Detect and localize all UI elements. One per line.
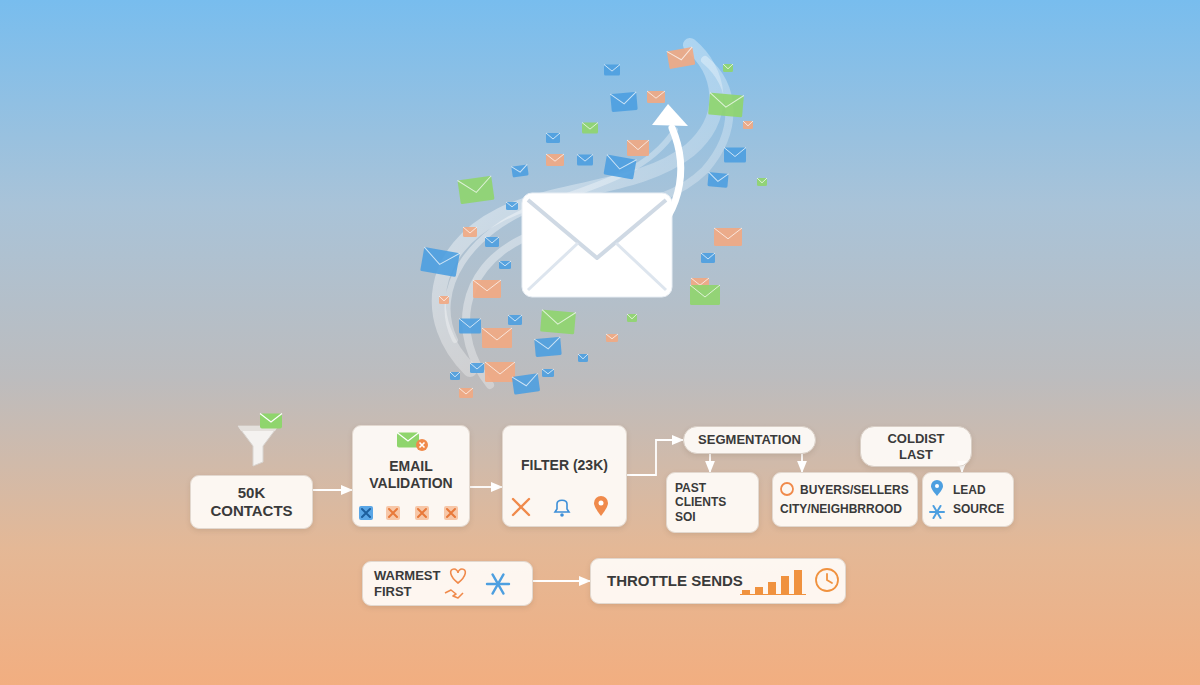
small-envelope bbox=[485, 237, 499, 247]
x-badge-icon bbox=[416, 439, 428, 451]
small-envelope bbox=[606, 334, 618, 342]
small-envelope bbox=[603, 155, 636, 180]
flow-arrow bbox=[801, 454, 803, 472]
small-envelope bbox=[482, 328, 512, 348]
small-envelope bbox=[463, 227, 477, 237]
curved-arrow-head bbox=[652, 104, 688, 126]
small-envelope bbox=[546, 154, 564, 166]
funnel-icon bbox=[238, 426, 278, 466]
small-envelope bbox=[714, 228, 742, 246]
small-envelope bbox=[450, 372, 460, 380]
flow-arrow bbox=[313, 489, 352, 491]
small-envelope bbox=[499, 261, 511, 269]
process-box: 50K CONTACTS bbox=[190, 475, 313, 529]
box-label: EMAIL VALIDATION bbox=[359, 458, 463, 492]
process-box: EMAIL VALIDATION bbox=[352, 425, 470, 527]
small-envelope bbox=[459, 319, 481, 334]
small-envelope bbox=[511, 164, 528, 177]
swirl bbox=[439, 45, 717, 370]
box-label: SOURCE bbox=[953, 502, 1004, 516]
process-box: WARMEST FIRST bbox=[362, 561, 533, 606]
box-label: PAST CLIENTS bbox=[675, 481, 752, 510]
small-envelope bbox=[724, 148, 746, 163]
handshake-icon bbox=[445, 590, 463, 598]
small-envelope bbox=[512, 373, 540, 394]
small-envelope bbox=[485, 362, 515, 382]
box-label: THROTTLE SENDS bbox=[607, 572, 743, 590]
curved-arrow bbox=[640, 128, 681, 243]
stage-pill: COLDIST LAST bbox=[860, 426, 972, 467]
small-envelope bbox=[647, 91, 665, 103]
small-envelope bbox=[604, 65, 620, 76]
envelope-icon bbox=[397, 433, 419, 448]
small-envelope bbox=[459, 388, 473, 398]
x-mark-icon bbox=[359, 506, 373, 520]
envelope-icon bbox=[260, 414, 282, 429]
flow-arrow bbox=[709, 454, 711, 472]
small-envelope bbox=[540, 310, 576, 335]
small-envelope bbox=[610, 92, 637, 112]
small-envelope bbox=[457, 176, 494, 204]
small-envelope bbox=[757, 178, 767, 186]
small-envelope bbox=[470, 363, 484, 373]
small-envelope bbox=[473, 280, 501, 298]
clock-icon bbox=[816, 569, 838, 591]
swirl bbox=[448, 130, 675, 340]
snowflake-icon bbox=[930, 506, 944, 518]
small-envelope bbox=[707, 172, 728, 188]
flow-arrow bbox=[627, 440, 683, 475]
small-envelope bbox=[508, 315, 522, 325]
flow-arrow bbox=[533, 580, 590, 582]
small-envelope bbox=[439, 296, 449, 304]
process-box: LEAD SOURCE bbox=[922, 472, 1014, 527]
small-envelope bbox=[667, 47, 696, 69]
small-envelope bbox=[546, 133, 560, 143]
small-envelope bbox=[627, 140, 649, 156]
small-envelope bbox=[506, 202, 518, 210]
box-label: LEAD bbox=[953, 483, 986, 497]
small-envelope bbox=[627, 314, 637, 322]
snowflake-icon bbox=[487, 574, 509, 593]
main-envelope bbox=[522, 193, 672, 297]
box-label: SOI bbox=[675, 510, 696, 524]
process-box: FILTER (23K) bbox=[502, 425, 627, 527]
small-envelope bbox=[743, 121, 753, 129]
small-envelope bbox=[701, 253, 715, 263]
x-mark-icon bbox=[513, 499, 529, 515]
process-box: BUYERS/SELLERS CITY/NEIGHBRROOD bbox=[772, 472, 918, 527]
small-envelope bbox=[723, 64, 733, 72]
x-mark-icon bbox=[386, 506, 400, 520]
box-label: COLDIST LAST bbox=[869, 431, 963, 462]
small-envelope bbox=[420, 247, 460, 277]
box-label: WARMEST FIRST bbox=[374, 568, 456, 599]
pin-icon bbox=[594, 496, 608, 516]
box-label: 50K CONTACTS bbox=[204, 484, 300, 520]
flow-arrow bbox=[470, 486, 502, 488]
heart-icon bbox=[451, 569, 466, 583]
small-envelope bbox=[534, 337, 561, 357]
bar-chart-icon bbox=[740, 570, 806, 595]
small-envelope bbox=[542, 369, 554, 377]
x-mark-icon bbox=[444, 506, 458, 520]
small-envelope bbox=[690, 285, 720, 305]
box-label: FILTER (23K) bbox=[521, 457, 608, 474]
circle-icon bbox=[781, 483, 793, 495]
process-box: PAST CLIENTSSOI bbox=[666, 472, 759, 533]
x-mark-icon bbox=[415, 506, 429, 520]
small-envelope bbox=[577, 155, 593, 166]
pin-icon bbox=[931, 480, 943, 496]
small-envelope bbox=[582, 123, 598, 134]
box-label: CITY/NEIGHBRROOD bbox=[780, 502, 902, 516]
process-box: THROTTLE SENDS bbox=[590, 558, 846, 604]
small-envelope bbox=[578, 354, 588, 362]
bell-icon bbox=[555, 500, 569, 517]
stage-pill: SEGMENTATION bbox=[683, 426, 816, 454]
box-label: SEGMENTATION bbox=[698, 432, 801, 448]
small-envelope bbox=[708, 93, 744, 118]
box-label: BUYERS/SELLERS bbox=[800, 483, 909, 497]
